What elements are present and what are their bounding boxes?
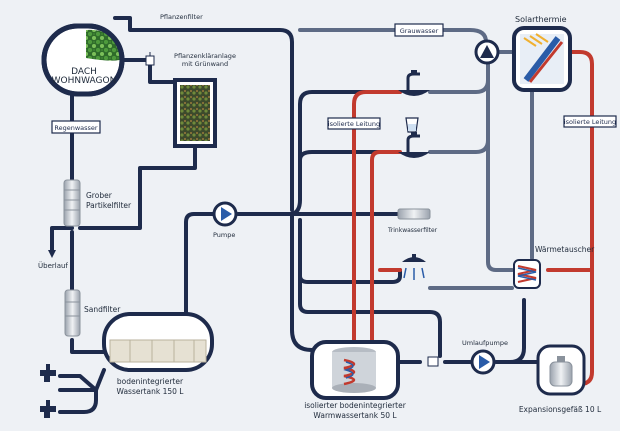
water-tank-label-2: Wassertank 150 L — [117, 387, 185, 396]
plant-system-label-1: Pflanzenkläranlage — [174, 52, 236, 60]
insulated-box-right — [563, 115, 617, 128]
solar-label: Solarthermie — [515, 15, 567, 24]
water-tank-150 — [102, 312, 214, 372]
heat-exchanger-label: Wärmetauscher — [535, 245, 595, 254]
solar-panel — [512, 26, 572, 92]
coarse-filter — [63, 179, 81, 227]
greywater-pump-icon[interactable] — [474, 39, 500, 65]
hot-water-tank-50 — [310, 340, 400, 400]
water-tank-label-1: bodenintegrierter — [117, 377, 184, 386]
sand-filter — [64, 289, 81, 337]
coarse-filter-label-1: Grober — [86, 191, 113, 200]
insulated-label-right: isolierte Leitung — [564, 118, 616, 126]
insulated-box-left — [327, 117, 381, 130]
pump-icon[interactable] — [212, 201, 238, 227]
coarse-filter-label-2: Partikelfilter — [86, 201, 132, 210]
sand-filter-label: Sandfilter — [84, 305, 121, 314]
roof-label-line2: WOHNWAGON — [52, 76, 117, 86]
shower-icon[interactable] — [402, 254, 426, 280]
heat-exchanger — [513, 259, 541, 289]
circulation-pump-label: Umlaufpumpe — [462, 339, 508, 347]
sink-icon[interactable] — [398, 132, 430, 158]
plant-system-label-2: mit Grünwand — [182, 60, 228, 68]
glass-icon[interactable] — [405, 117, 419, 133]
hot-tank-label-1: isolierter bodenintegrierter — [304, 401, 407, 410]
plant-filter-label: Pflanzenfilter — [160, 13, 203, 21]
greywater-box — [394, 23, 444, 37]
valve-icon[interactable] — [427, 356, 439, 367]
greywater-label: Grauwasser — [400, 27, 439, 35]
expansion-label: Expansionsgefäß 10 L — [519, 405, 602, 414]
drinking-filter — [397, 208, 431, 220]
overflow-arrow-icon — [48, 250, 56, 258]
pipes-grey — [298, 28, 534, 290]
insulated-label-left: isolierte Leitung — [328, 120, 380, 128]
valve-icon[interactable] — [145, 52, 155, 66]
pipes-cold — [50, 16, 542, 414]
circulation-pump-icon[interactable] — [470, 349, 496, 375]
overflow-label: Überlauf — [38, 261, 68, 270]
drinking-filter-label: Trinkwasserfilter — [387, 227, 438, 234]
roof-label-line1: DACH — [71, 67, 97, 77]
plant-wall — [173, 78, 217, 148]
tap-icon[interactable] — [40, 364, 56, 382]
rainwater-label: Regenwasser — [54, 124, 98, 132]
rainwater-box — [51, 120, 101, 134]
tap-icon[interactable] — [40, 400, 56, 418]
sink-icon[interactable] — [398, 70, 430, 96]
pipes-hot — [352, 50, 594, 386]
expansion-vessel — [536, 344, 586, 396]
pump-label: Pumpe — [213, 231, 235, 239]
roof-wohnwagon — [41, 23, 125, 97]
hot-tank-label-2: Warmwassertank 50 L — [313, 411, 397, 420]
